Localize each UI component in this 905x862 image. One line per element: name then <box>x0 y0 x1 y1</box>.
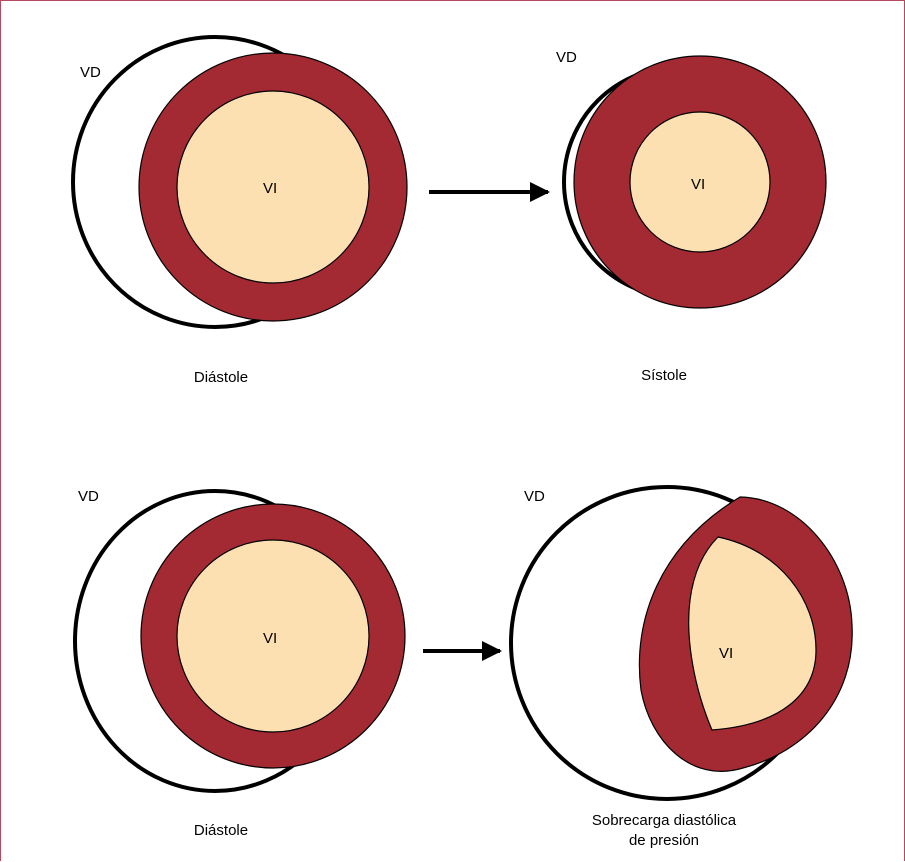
panel-bottom-left-diastole: VD VI Diástole <box>73 488 406 839</box>
phase-caption: Diástole <box>194 369 248 386</box>
phase-caption-line-2: de presión <box>629 832 699 849</box>
lv-label: VI <box>691 176 705 193</box>
lv-label: VI <box>263 630 277 647</box>
rv-label: VD <box>524 488 545 505</box>
rv-label: VD <box>80 64 101 81</box>
lv-label: VI <box>263 180 277 197</box>
panel-top-left-diastole: VD VI Diástole <box>71 35 408 386</box>
left-ventricle-cavity <box>176 90 370 284</box>
phase-caption: Diástole <box>194 822 248 839</box>
left-ventricle-cavity <box>629 111 771 253</box>
left-ventricle-cavity <box>176 539 370 733</box>
lv-label: VI <box>719 645 733 662</box>
panel-top-right-systole: VD VI Sístole <box>556 49 827 384</box>
left-ventricle-cavity-flattened <box>688 536 817 731</box>
phase-caption: Sístole <box>641 367 687 384</box>
phase-caption-line-1: Sobrecarga diastólica <box>592 812 737 829</box>
rv-label: VD <box>556 49 577 66</box>
panel-bottom-right-pressure-overload: VD VI Sobrecarga diastólica de presión <box>509 485 853 849</box>
rv-label: VD <box>78 488 99 505</box>
